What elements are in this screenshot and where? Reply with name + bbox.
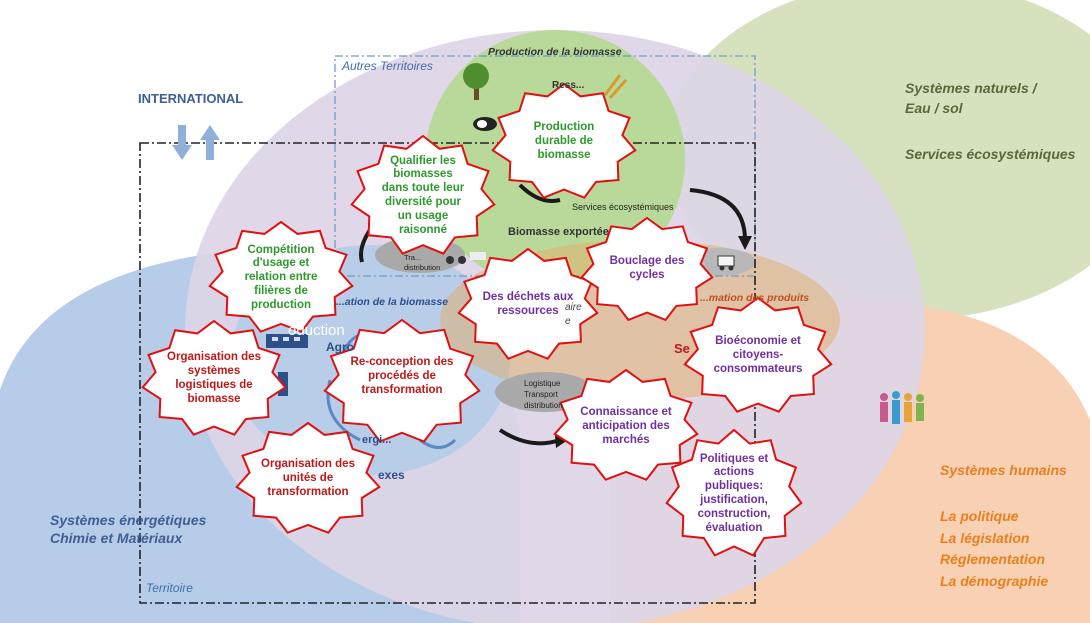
ecosystem-services-label: Services écosystémiques bbox=[572, 202, 674, 212]
se-fragment: Se bbox=[674, 341, 690, 356]
natural-systems-title: Systèmes naturels / bbox=[905, 80, 1037, 96]
energy-systems-chemistry: Chimie et Matériaux bbox=[50, 530, 183, 546]
territoire-label: Territoire bbox=[146, 581, 193, 595]
human-systems-regulation: Réglementation bbox=[940, 551, 1046, 567]
star-reconception-procedes: Re-conception des procédés de transforma… bbox=[350, 356, 454, 396]
human-systems-demography: La démographie bbox=[940, 573, 1049, 589]
biomass-production-label: Production de la biomasse bbox=[488, 46, 622, 58]
star-politiques-publiques: Politiques et actions publiques: justifi… bbox=[697, 452, 771, 534]
logistics-label-3: distribution bbox=[524, 401, 563, 410]
exported-biomass-label: Biomasse exportée bbox=[508, 226, 609, 238]
product-transformation-label: ...mation des produits bbox=[700, 292, 810, 304]
natural-systems-services: Services écosystémiques bbox=[905, 146, 1076, 162]
exes-label: exes bbox=[378, 468, 405, 482]
agro-label: Agro bbox=[326, 340, 354, 354]
star-organisation-logistique: Organisation des systèmes logistiques de… bbox=[167, 351, 261, 405]
star-competition-usage: Compétition d'usage et relation entre fi… bbox=[244, 243, 318, 311]
star-shape-organisation-unites bbox=[235, 421, 381, 534]
natural-systems-water: Eau / sol bbox=[905, 100, 963, 116]
truck-icon bbox=[717, 255, 735, 271]
international-arrows-icon bbox=[172, 125, 220, 160]
star-shape-organisation-logistique bbox=[141, 319, 287, 436]
air-fragment: aire bbox=[565, 302, 582, 313]
star-dechets-ressources: Des déchets aux ressources bbox=[482, 291, 574, 317]
logistics-label-2: Transport bbox=[524, 390, 558, 399]
stars-layer bbox=[141, 82, 833, 557]
people-icon bbox=[880, 391, 924, 424]
flow-arrows bbox=[359, 183, 747, 446]
human-systems-politics: La politique bbox=[940, 508, 1019, 524]
human-systems-title: Systèmes humains bbox=[940, 462, 1067, 478]
star-shape-production-durable bbox=[491, 82, 637, 199]
star-bouclage-cycles: Bouclage des cycles bbox=[609, 255, 685, 281]
star-connaissance-marches: Connaissance et anticipation des marchés bbox=[580, 406, 672, 446]
star-bioeconomie-citoyens: Bioéconomie et citoyens-consommateurs bbox=[713, 335, 803, 375]
resources-label: Ress... bbox=[552, 80, 585, 91]
wheat-icon bbox=[603, 74, 628, 99]
e-fragment: e bbox=[565, 316, 571, 327]
star-shape-competition bbox=[208, 220, 354, 333]
star-shape-qualifier bbox=[350, 134, 496, 255]
production-fragment: oduction bbox=[288, 322, 345, 339]
star-production-durable: Production durable de biomasse bbox=[533, 121, 595, 161]
transport-small-2: distribution bbox=[404, 263, 441, 272]
star-shape-bioeconomie bbox=[683, 296, 833, 413]
biomass-transformation-label: ...ation de la biomasse bbox=[336, 296, 449, 308]
human-systems-legislation: La législation bbox=[940, 530, 1030, 546]
tractor-icon bbox=[446, 252, 486, 264]
energy-systems-title: Systèmes énergétiques bbox=[50, 512, 207, 528]
energy-fragment: ergi... bbox=[362, 434, 392, 446]
cow-icon bbox=[473, 117, 497, 131]
transport-small-1: Tra... bbox=[404, 253, 422, 262]
logistics-label-1: Logistique bbox=[524, 379, 561, 388]
star-shape-connaissance bbox=[553, 368, 699, 481]
star-shape-reconception bbox=[323, 318, 481, 443]
tree-icon bbox=[463, 63, 489, 100]
star-organisation-unites: Organisation des unités de transformatio… bbox=[261, 458, 355, 498]
star-shape-politiques bbox=[665, 428, 803, 557]
international-label: INTERNATIONAL bbox=[138, 91, 244, 106]
star-qualifier-biomasses: Qualifier les biomasses dans toute leur … bbox=[381, 154, 465, 236]
autres-territoires-label: Autres Territoires bbox=[342, 59, 433, 73]
star-shape-bouclage bbox=[580, 216, 714, 322]
